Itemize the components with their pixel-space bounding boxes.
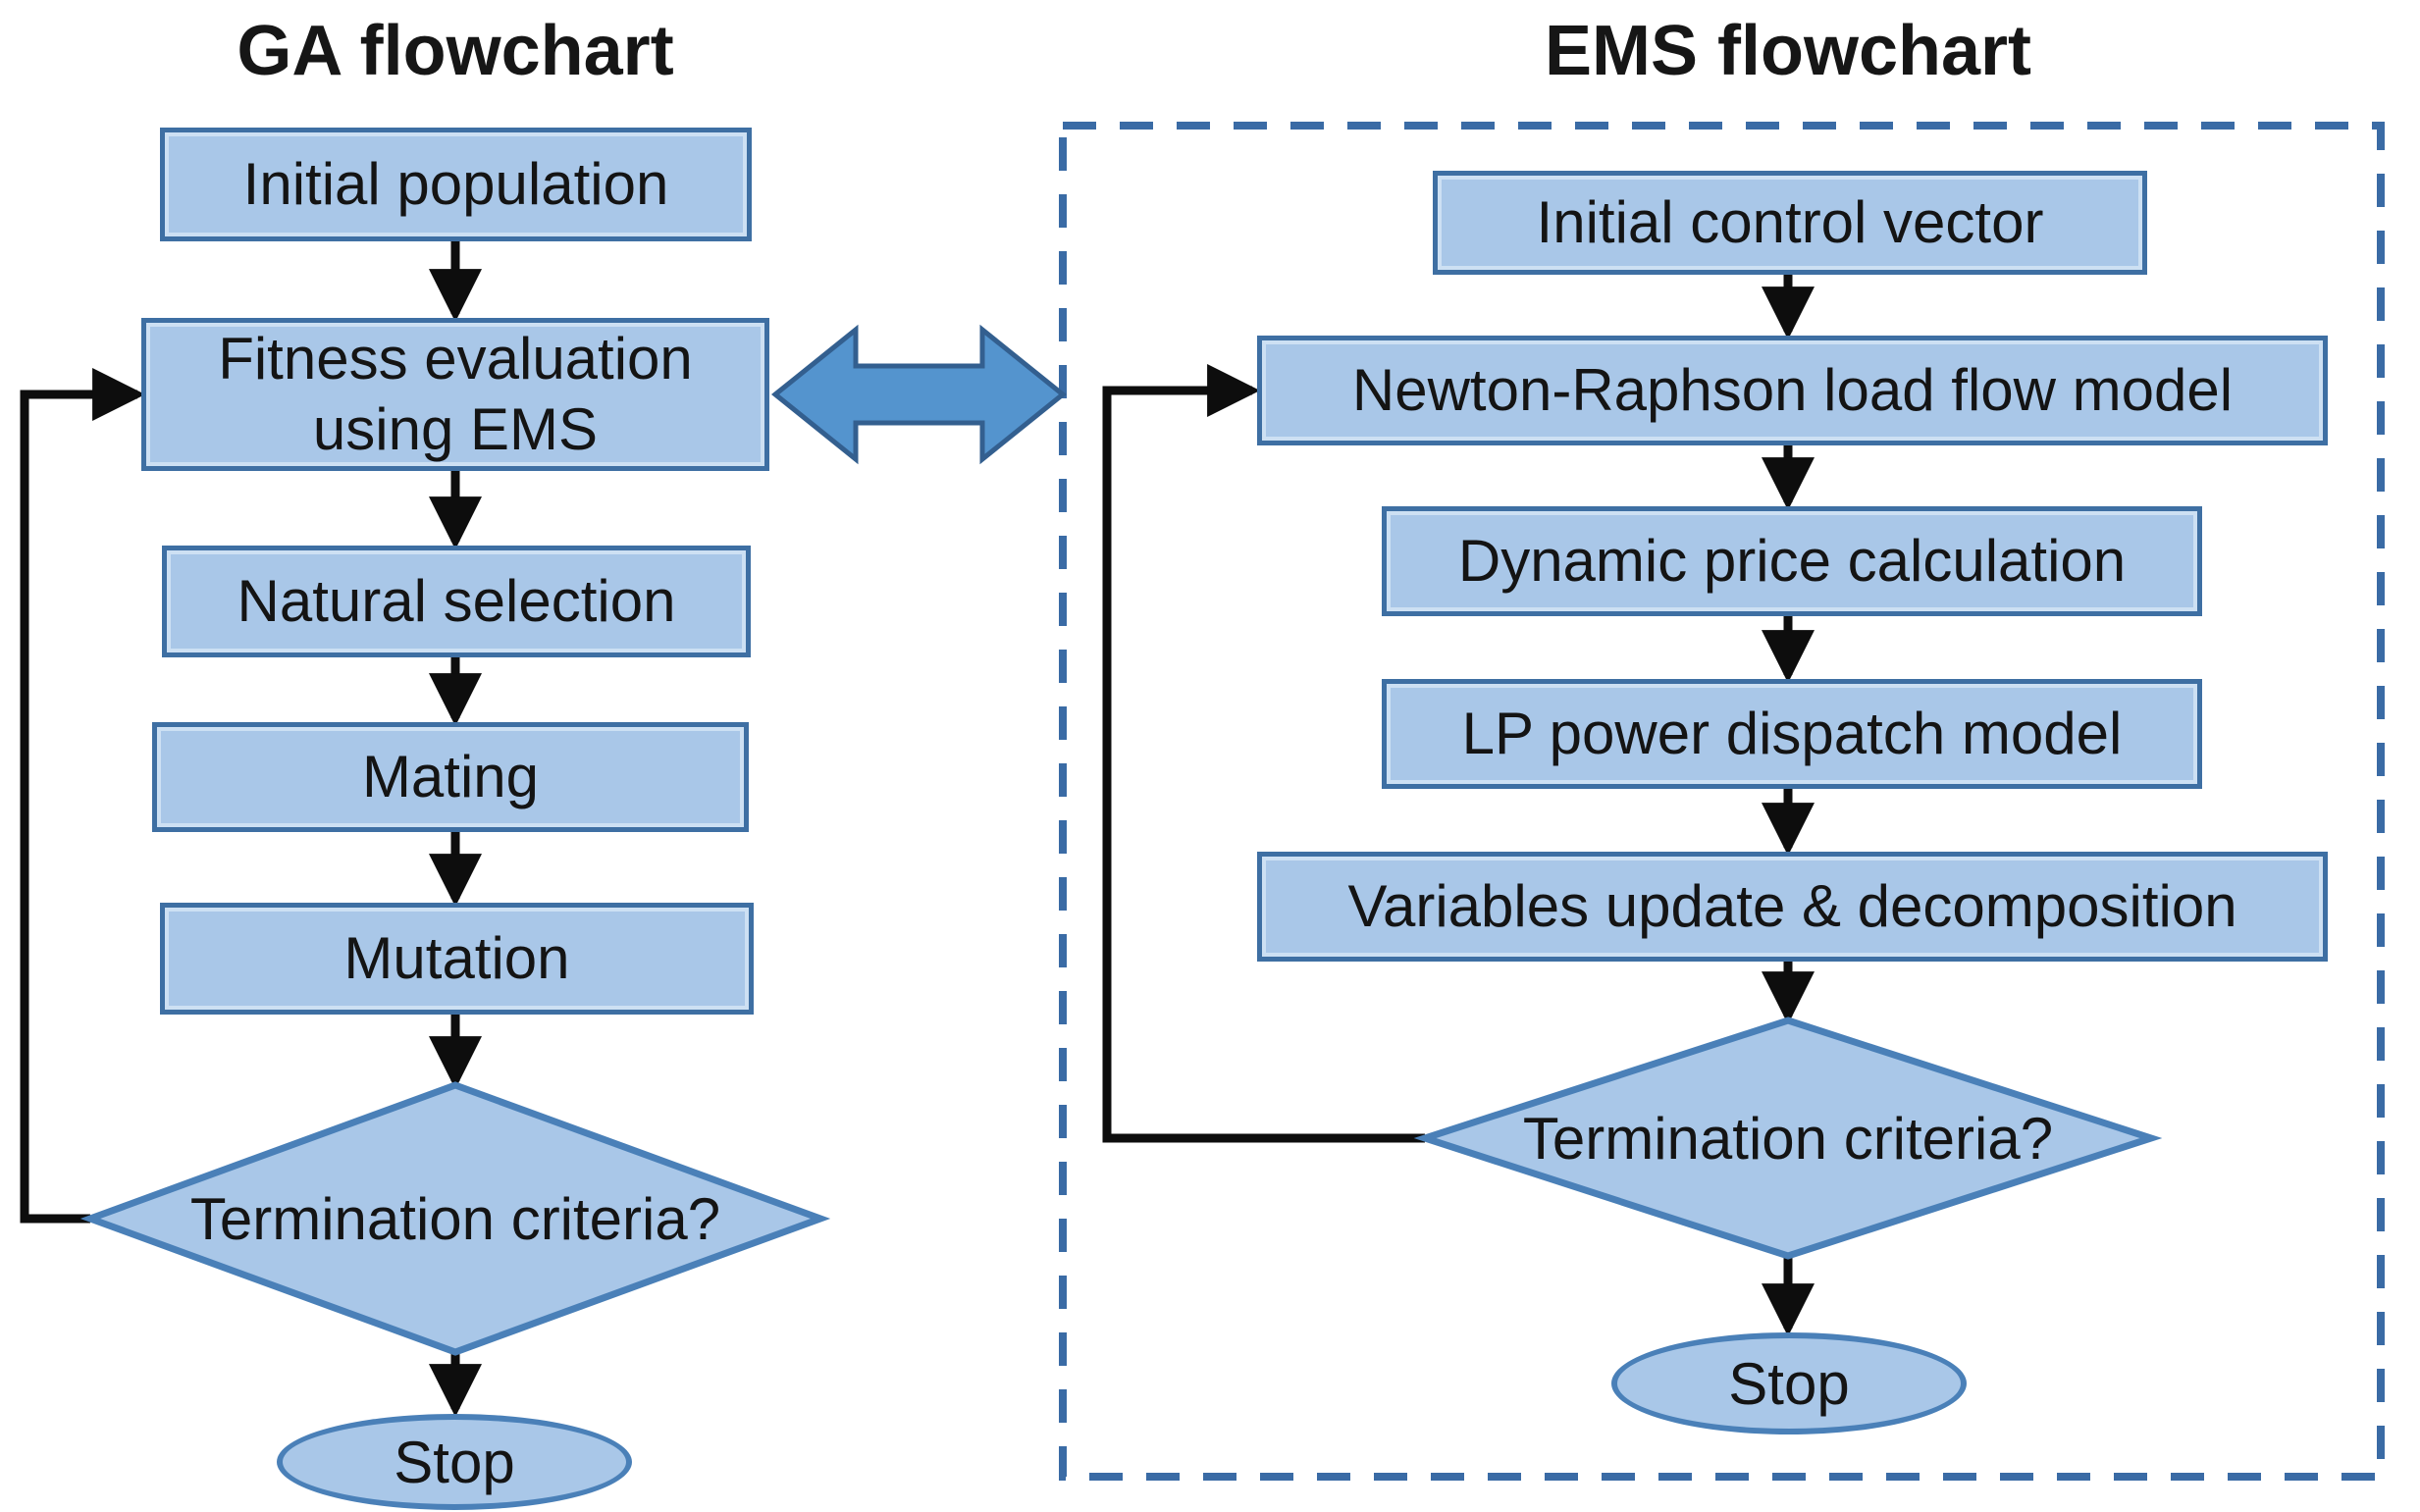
ems-node-initial-control-vector: Initial control vector: [1433, 171, 2147, 275]
ems-node-lp-dispatch: LP power dispatch model: [1382, 679, 2202, 789]
ems-dashed-border: [1059, 122, 2385, 1481]
ems-node-variables-update: Variables update & decomposition: [1257, 852, 2328, 962]
ga-node-natural-selection: Natural selection: [162, 546, 751, 657]
ems-title: EMS flowchart: [1544, 12, 2032, 90]
ga-node-initial-population: Initial population: [160, 128, 752, 241]
ems-feedback-loop: [1102, 364, 1425, 1143]
ga-title: GA flowchart: [237, 12, 674, 90]
ga-node-mutation: Mutation: [160, 903, 754, 1015]
ems-node-newton-raphson: Newton-Raphson load flow model: [1257, 336, 2328, 445]
ga-node-mating: Mating: [152, 722, 749, 832]
ga-stop-terminator: Stop: [277, 1414, 632, 1510]
ems-stop-terminator: Stop: [1611, 1332, 1967, 1434]
ems-decision-diamond: [1413, 1017, 2163, 1260]
ga-feedback-loop: [20, 368, 146, 1224]
ga-ems-double-arrow: [771, 324, 1067, 465]
ems-node-dynamic-price: Dynamic price calculation: [1382, 506, 2202, 616]
ems-decision-label: Termination criteria?: [1522, 1105, 2054, 1172]
ga-decision-label: Termination criteria?: [189, 1185, 721, 1252]
ga-node-fitness-evaluation: Fitness evaluation using EMS: [141, 318, 769, 471]
ga-decision-diamond: [79, 1081, 831, 1356]
